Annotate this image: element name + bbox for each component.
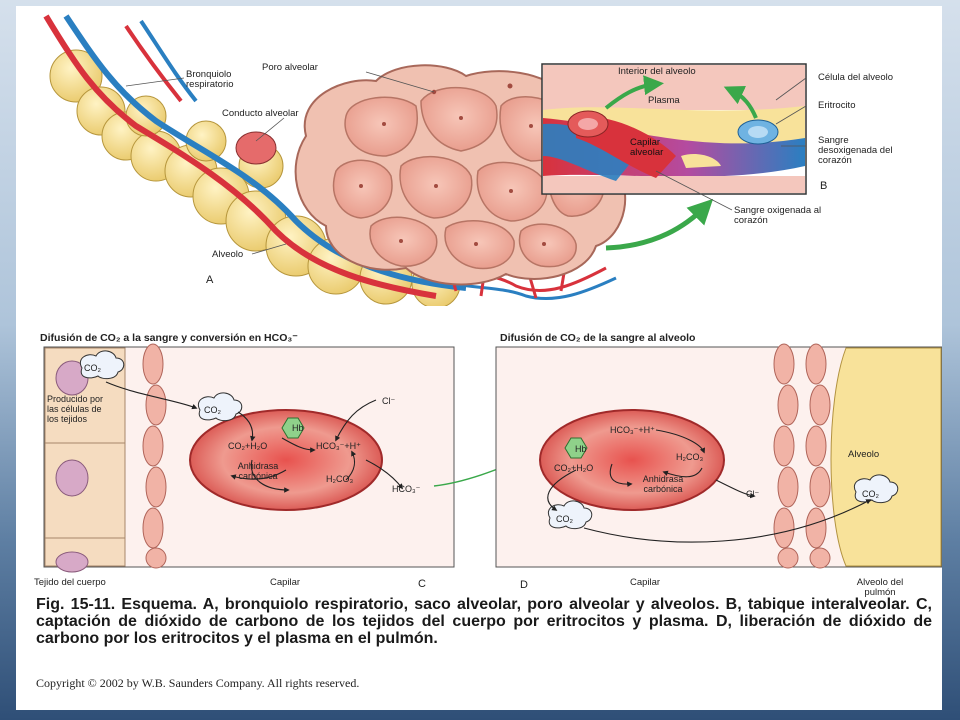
label-letter-b: B	[820, 180, 828, 192]
label-letter-c: C	[418, 578, 426, 590]
label-capilar-alveolar: Capilar alveolar	[630, 137, 664, 158]
label-letter-d: D	[520, 579, 528, 591]
co2-cloud-c1	[80, 350, 125, 380]
label-conducto-alveolar: Conducto alveolar	[222, 108, 299, 119]
label-co2-d2: CO₂	[862, 489, 879, 499]
label-cl-c: Cl⁻	[382, 396, 396, 406]
label-co2-c1: CO₂	[84, 363, 101, 373]
tissue-cells	[44, 347, 126, 573]
figure-bottom	[43, 343, 942, 573]
leader-lines-a	[125, 71, 435, 255]
hb-hexagon-d	[564, 437, 588, 459]
leader-lines-b	[655, 77, 807, 211]
title-panel-d: Difusión de CO₂ de la sangre al alveolo	[500, 332, 696, 344]
erythrocyte-c	[189, 409, 383, 511]
label-sangre-desoxigenada: Sangre desoxigenada del corazón	[818, 135, 893, 166]
label-producido: Producido por las células de los tejidos	[47, 394, 104, 424]
arrows-c	[105, 381, 403, 493]
label-anhidrasa-d: Anhidrasa carbónica	[642, 474, 684, 494]
artery-vessel	[43, 14, 437, 299]
label-co2-c2: CO₂	[204, 405, 221, 415]
label-co2-d1: CO₂	[556, 514, 573, 524]
copyright-text: Copyright © 2002 by W.B. Saunders Compan…	[36, 676, 360, 690]
label-reac-d1: HCO₃⁻+H⁺	[610, 425, 655, 435]
label-reac-c1: CO₂+H₂O	[228, 441, 268, 451]
label-alveolo-pulmon: Alveolo del pulmón	[856, 577, 904, 598]
hb-hexagon-c	[281, 417, 305, 439]
label-bronquiolo: Bronquiolo respiratorio	[186, 69, 234, 90]
label-sangre-oxigenada: Sangre oxigenada al corazón	[734, 205, 822, 226]
label-capilar-d: Capilar	[630, 577, 661, 588]
co2-cloud-d1	[548, 500, 593, 530]
alveolar-duct	[235, 131, 277, 165]
co2-cloud-c2	[198, 392, 243, 422]
title-panel-c: Difusión de CO₂ a la sangre y conversión…	[40, 332, 298, 344]
arrows-d	[547, 429, 872, 543]
label-alveolo-d: Alveolo	[848, 449, 880, 460]
label-tejido-cuerpo: Tejido del cuerpo	[34, 577, 106, 588]
label-interior-alveolo: Interior del alveolo	[618, 66, 696, 77]
label-reac-c2: HCO₃⁻+H⁺	[316, 441, 361, 451]
label-letter-a: A	[206, 274, 214, 286]
label-anhidrasa-c: Anhidrasa carbónica	[237, 461, 279, 481]
label-hco3-c: HCO₃⁻	[392, 484, 421, 494]
label-plasma: Plasma	[648, 95, 680, 106]
label-hb-d: Hb	[575, 444, 587, 454]
label-h2co3-d: H₂CO₃	[676, 452, 704, 462]
label-reac-d2: CO₂+H₂O	[554, 463, 594, 473]
panel-b-septum	[541, 63, 807, 195]
label-celula-alveolo: Célula del alveolo	[818, 72, 893, 83]
label-alveolo: Alveolo	[212, 249, 244, 260]
zoom-arrow	[605, 198, 714, 251]
label-poro-alveolar: Poro alveolar	[262, 62, 318, 73]
label-capilar-c: Capilar	[270, 577, 301, 588]
label-cl-d: Cl⁻	[746, 489, 760, 499]
label-h2co3-c: H₂CO₃	[326, 474, 354, 484]
capillary-wall-c	[142, 343, 167, 569]
capillary-wall-d	[773, 343, 831, 569]
label-eritrocito: Eritrocito	[818, 100, 856, 111]
alveolus-region	[830, 347, 942, 567]
figure-caption: Fig. 15-11. Esquema. A, bronquiolo respi…	[36, 596, 932, 647]
figure-top	[43, 14, 807, 306]
label-hb-c: Hb	[292, 423, 304, 433]
